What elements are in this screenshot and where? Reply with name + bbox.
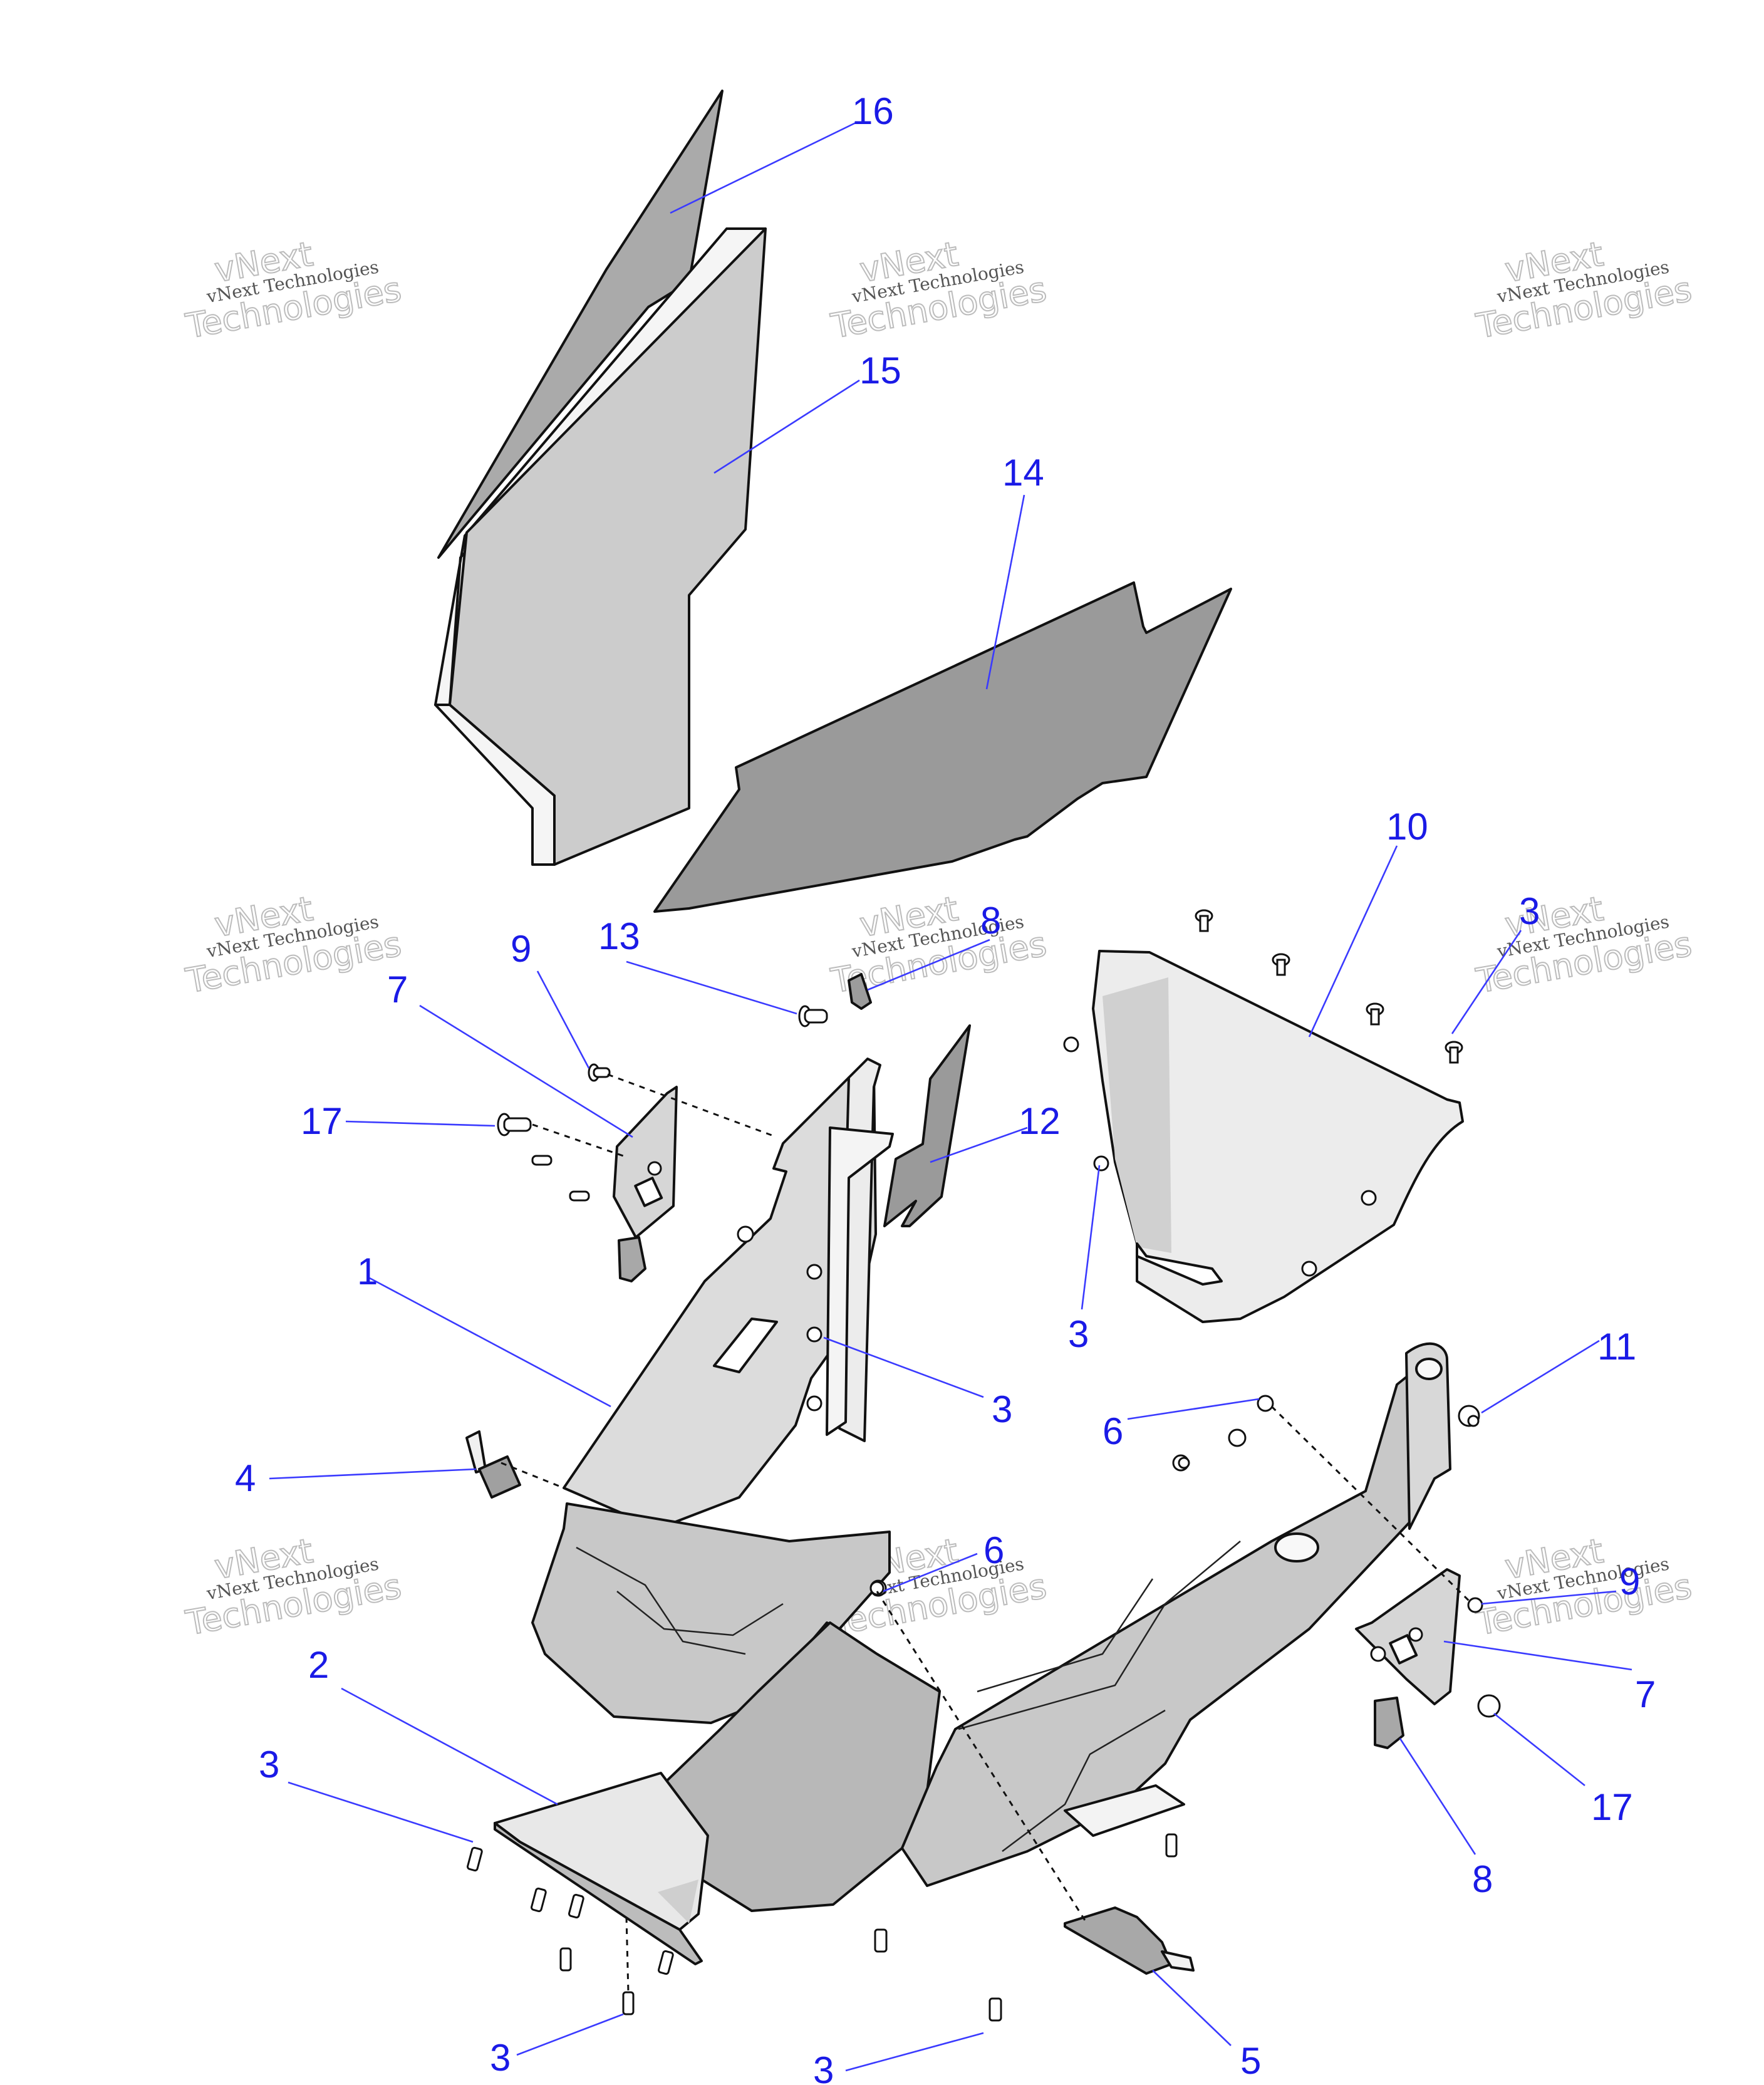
part-17-screws [497, 1113, 1501, 1718]
fasteners-10 [1063, 909, 1463, 1277]
callout-13: 13 [598, 915, 640, 957]
assembly-dashed-lines [501, 1073, 1470, 1993]
watermark: vNext vNext Technologies Technologies [182, 1531, 405, 1644]
small-hardware [467, 973, 1501, 2022]
callout-15: 15 [859, 350, 901, 392]
callout-5: 5 [1240, 2040, 1261, 2082]
callout-14: 14 [1002, 452, 1044, 494]
callout-17: 17 [1591, 1786, 1633, 1828]
callout-16: 16 [852, 90, 894, 132]
callout-10: 10 [1386, 806, 1428, 848]
part-8-top-clip [848, 973, 872, 1010]
callout-12: 12 [1019, 1100, 1061, 1142]
watermarks: vNext vNext Technologies Technologies vN… [182, 234, 1696, 1644]
callout-3: 3 [992, 1388, 1012, 1430]
callout-3: 3 [1519, 890, 1540, 932]
callout-1: 1 [357, 1250, 378, 1292]
part-6-washers [869, 1395, 1274, 1596]
watermark: vNext vNext Technologies Technologies [1473, 1531, 1696, 1644]
callout-3: 3 [490, 2037, 511, 2079]
part-3-bottom-screws [467, 1833, 1178, 2022]
callout-3: 3 [259, 1744, 279, 1786]
part-15-panel [434, 227, 767, 866]
watermark: vNext vNext Technologies Technologies [182, 234, 405, 347]
part-9-screws [588, 1063, 1483, 1613]
callout-4: 4 [235, 1457, 256, 1499]
callout-6: 6 [983, 1529, 1004, 1571]
callout-6: 6 [1102, 1410, 1123, 1452]
part-4-bracket [465, 1430, 521, 1499]
callout-17: 17 [301, 1100, 343, 1142]
part-1-tunnel [531, 1058, 1451, 1912]
callout-8: 8 [1472, 1858, 1493, 1900]
callout-11: 11 [1597, 1326, 1636, 1368]
callouts: 16 15 14 10 3 9 13 8 7 17 12 3 1 3 11 6 … [235, 90, 1656, 2085]
part-7-right-bracket [1355, 1568, 1461, 1749]
part-12-panel [883, 1024, 971, 1227]
callout-3: 3 [813, 2049, 834, 2085]
part-5-bracket [1064, 1906, 1195, 1975]
leader-lines [269, 121, 1632, 2072]
part-13-pin [798, 1005, 828, 1027]
callout-3: 3 [1068, 1313, 1089, 1355]
watermark: vNext vNext Technologies Technologies [1473, 234, 1696, 347]
part-11-rivet [1458, 1405, 1480, 1427]
callout-7: 7 [387, 969, 408, 1011]
part-16-seal-strip [437, 90, 724, 559]
part-2-plate [494, 1772, 709, 1965]
callout-9: 9 [1619, 1561, 1640, 1603]
callout-8: 8 [980, 900, 1001, 942]
callout-2: 2 [308, 1644, 329, 1686]
part-14-panel [653, 581, 1232, 913]
callout-7: 7 [1635, 1673, 1656, 1715]
watermark: vNext vNext Technologies Technologies [828, 234, 1051, 347]
part-7-left-bracket [613, 1086, 678, 1282]
watermark: vNext vNext Technologies Technologies [182, 888, 405, 1002]
callout-9: 9 [511, 928, 531, 970]
part-10-cover-panel [1063, 909, 1464, 1323]
watermark: vNext vNext Technologies Technologies [1473, 888, 1696, 1002]
